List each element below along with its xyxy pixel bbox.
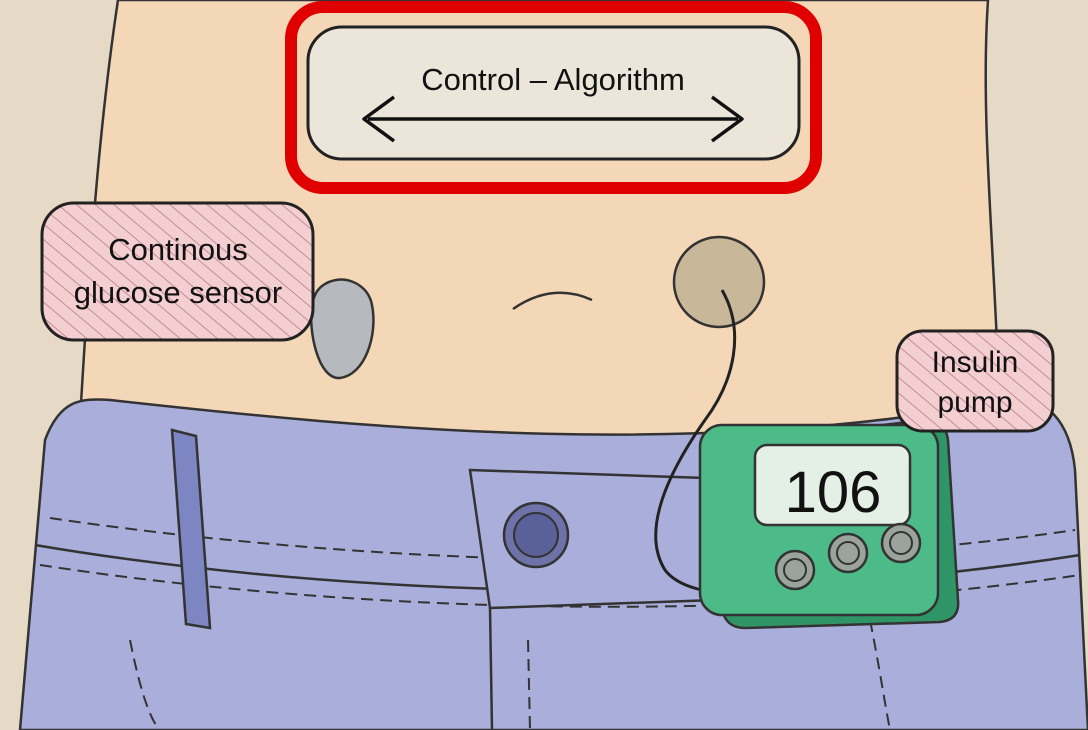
pump-reading: 106 <box>785 460 882 525</box>
cgm-label-line2: glucose sensor <box>74 275 283 310</box>
jeans-button-inner <box>514 513 558 557</box>
pump-label-line1: Insulin <box>932 346 1019 379</box>
pump-button-3 <box>882 524 920 562</box>
pump-button-2 <box>829 534 867 572</box>
pump-label-line2: pump <box>937 386 1012 419</box>
insulin-pump: 106 <box>700 420 958 628</box>
pump-button-1 <box>776 551 814 589</box>
infusion-site <box>674 237 764 327</box>
control-algorithm-label: Control – Algorithm <box>421 62 685 97</box>
cgm-label-line1: Continous <box>108 232 248 267</box>
cgm-label-box <box>42 203 313 340</box>
